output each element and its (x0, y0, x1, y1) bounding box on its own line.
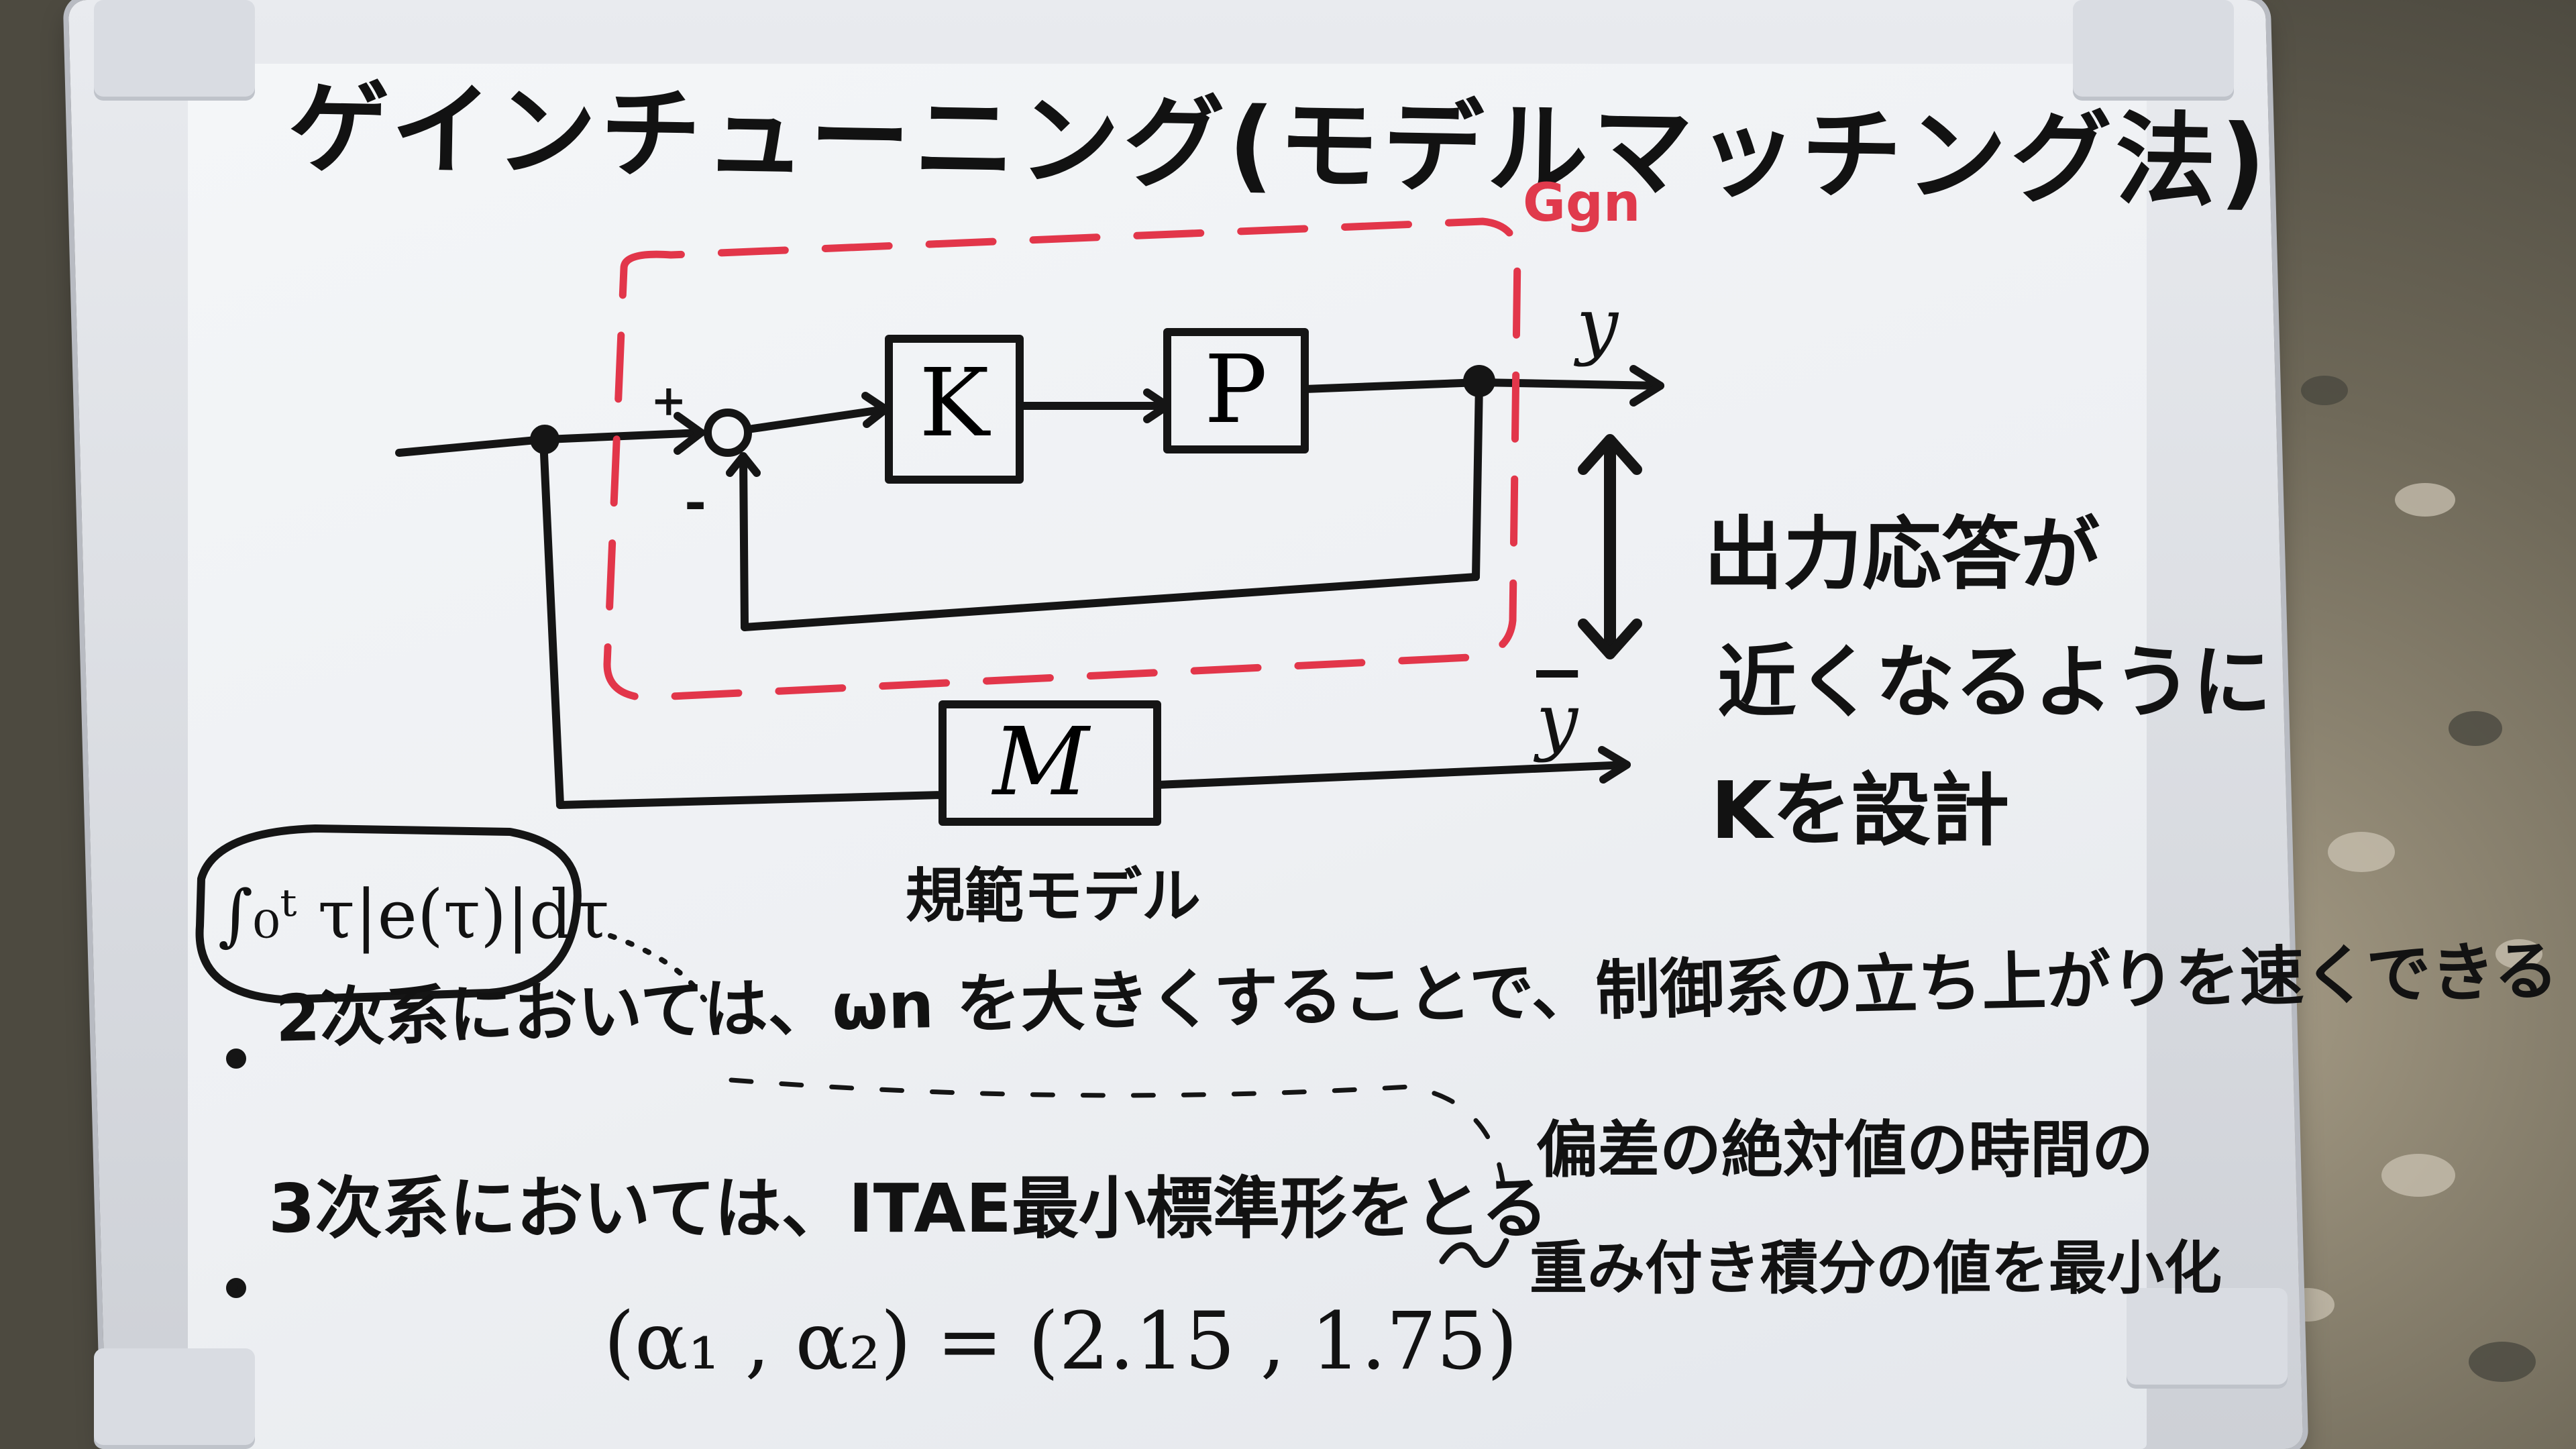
criterion-annotation-line-2: 重み付き積分の値を最小化 (1529, 1235, 2222, 1302)
output-y-bar-label: y (1536, 678, 1578, 763)
itae-integral: ∫₀ᵗ τ|e(τ)|dτ (218, 875, 610, 954)
output-y-label: y (1576, 282, 1619, 368)
plant-block-label: P (1204, 335, 1268, 445)
criterion-annotation-line-1: 偏差の絶対値の時間の (1536, 1114, 2154, 1186)
plus-sign: + (651, 376, 687, 426)
bullet-third-order: 3次系においては、ITAE最小標準形をとる (268, 1169, 1548, 1248)
frame-corner-top-left (94, 0, 255, 101)
model-caption: 規範モデル (906, 861, 1201, 930)
whiteboard-surface (188, 64, 2147, 1449)
design-note: 出力応答が 近くなるように Kを設計 (1704, 490, 2271, 857)
minus-sign: - (684, 470, 707, 533)
frame-corner-top-right (2073, 0, 2234, 101)
itae-coefficients: (α₁ , α₂) = (2.15 , 1.75) (604, 1295, 1518, 1387)
controller-block-label: K (919, 349, 989, 458)
frame-corner-bottom-right (2127, 1288, 2288, 1389)
design-note-line-1: 出力応答が (1704, 508, 2100, 600)
frame-corner-bottom-left (94, 1348, 255, 1449)
loop-transfer-label: Ggn (1523, 173, 1641, 233)
model-block-label: M (993, 708, 1089, 817)
design-note-line-3: Kを設計 (1711, 764, 2010, 857)
design-note-line-2: 近くなるように (1717, 636, 2272, 729)
